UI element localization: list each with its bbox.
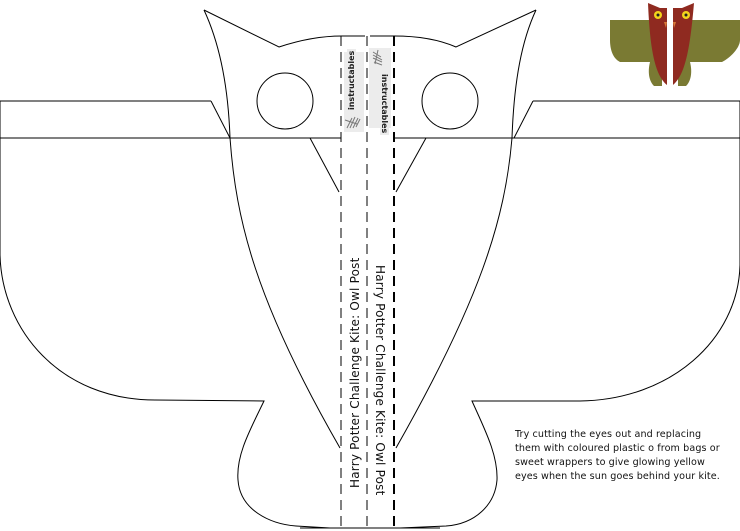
instruction-line: sweet wrappers to give glowing yellow bbox=[515, 457, 705, 468]
owl-right-ear bbox=[393, 9, 537, 48]
left-inner-slant bbox=[309, 137, 340, 193]
owl-right-body-curve bbox=[395, 9, 537, 449]
instruction-line: them with coloured plastic o from bags o… bbox=[515, 443, 720, 454]
strip-title-right: Harry Potter Challenge Kite: Owl Post bbox=[373, 265, 387, 496]
instructables-logo-right: instructables bbox=[380, 72, 389, 136]
instruction-line: Try cutting the eyes out and replacing bbox=[515, 429, 702, 440]
strip-title-left: Harry Potter Challenge Kite: Owl Post bbox=[348, 257, 362, 488]
left-wing-slant bbox=[210, 100, 231, 139]
right-eye-circle bbox=[421, 72, 479, 130]
instructables-logo-left: instructables bbox=[347, 48, 356, 112]
left-wing-outline bbox=[0, 101, 331, 529]
instruction-line: eyes when the sun goes behind your kite. bbox=[515, 471, 720, 482]
right-wing-slant bbox=[513, 100, 534, 139]
left-eye-circle bbox=[256, 72, 314, 130]
instruction-note: Try cutting the eyes out and replacing t… bbox=[515, 428, 737, 484]
instructables-robot-icon bbox=[344, 49, 383, 129]
owl-left-ear bbox=[203, 9, 343, 48]
finished-kite-preview bbox=[610, 3, 740, 86]
right-inner-slant bbox=[395, 137, 427, 193]
right-wing-outline bbox=[399, 101, 740, 529]
owl-left-body-curve bbox=[203, 9, 341, 449]
